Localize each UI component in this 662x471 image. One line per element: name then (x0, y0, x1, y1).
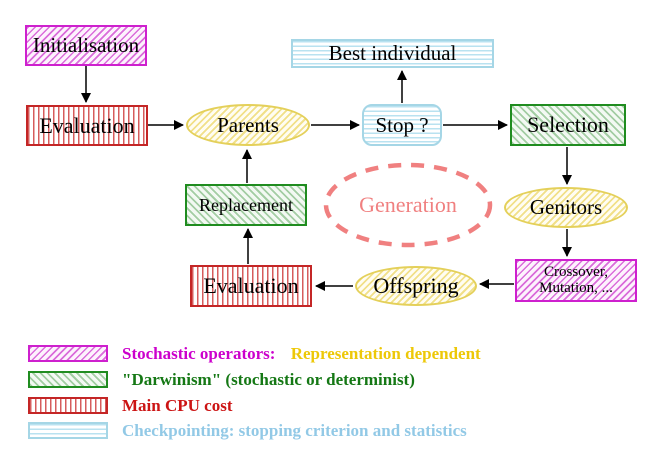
legend-label-main-cpu-cost: Main CPU cost (122, 396, 233, 415)
generation-label-text: Generation (359, 192, 457, 218)
node-replacement-label: Replacement (199, 194, 293, 215)
legend-row-cpu: Main CPU cost (28, 397, 232, 414)
node-selection: Selection (510, 104, 626, 146)
legend-row-stochastic: Stochastic operators: Representation dep… (28, 345, 481, 362)
node-evaluation-top: Evaluation (26, 105, 148, 146)
node-evaluation-top-label: Evaluation (39, 112, 135, 138)
node-initialisation-label: Initialisation (32, 33, 140, 58)
node-selection-label: Selection (527, 112, 609, 138)
legend-swatch-red-vlines (28, 397, 108, 414)
node-initialisation: Initialisation (25, 25, 147, 66)
legend-label-checkpointing: Checkpointing: stopping criterion and st… (122, 421, 467, 440)
node-evaluation-bottom-label: Evaluation (203, 273, 299, 299)
node-crossover-label-line2: Mutation, ... (539, 279, 613, 296)
node-parents: Parents (186, 104, 310, 146)
legend-swatch-cyan-hlines (28, 422, 108, 439)
node-genitors: Genitors (504, 187, 628, 228)
node-replacement: Replacement (185, 184, 307, 226)
legend-row-checkpointing: Checkpointing: stopping criterion and st… (28, 422, 467, 439)
legend-swatch-green-hatch (28, 371, 108, 388)
node-best-individual-label: Best individual (328, 41, 457, 66)
node-stop-label: Stop ? (375, 112, 429, 137)
node-parents-label: Parents (217, 112, 279, 137)
legend-swatch-magenta-hatch (28, 345, 108, 362)
node-best-individual: Best individual (291, 39, 494, 68)
legend-row-darwinism: "Darwinism" (stochastic or determinist) (28, 371, 415, 388)
legend-label-darwinism: "Darwinism" (stochastic or determinist) (122, 370, 415, 389)
legend-label-stochastic-operators: Stochastic operators: (122, 344, 276, 363)
node-offspring: Offspring (355, 266, 477, 306)
node-stop: Stop ? (362, 104, 442, 146)
node-crossover: Crossover, Mutation, ... (515, 259, 637, 302)
generation-label: Generation (325, 165, 491, 245)
node-crossover-label-line1: Crossover, (544, 263, 608, 280)
node-evaluation-bottom: Evaluation (190, 265, 312, 307)
legend-label-stochastic: Stochastic operators: Representation dep… (122, 345, 481, 362)
node-genitors-label: Genitors (529, 195, 603, 220)
node-offspring-label: Offspring (373, 273, 459, 299)
legend-label-representation-dependent: Representation dependent (290, 344, 481, 363)
